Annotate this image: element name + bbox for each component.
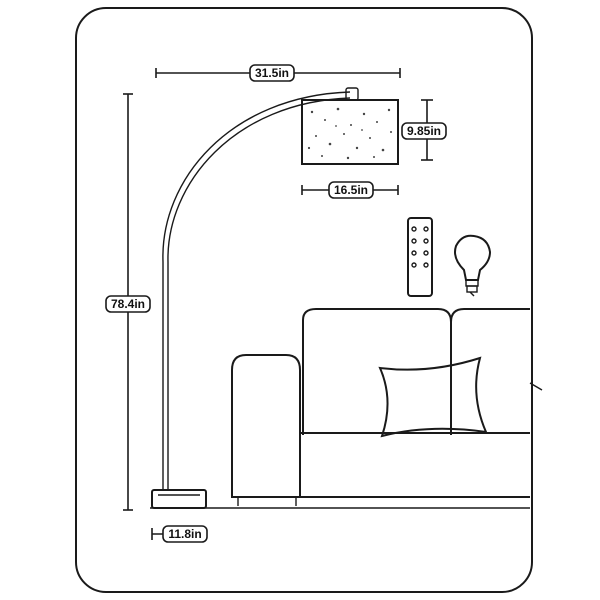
svg-text:78.4in: 78.4in bbox=[111, 297, 145, 311]
arc-floor-lamp-illustration bbox=[151, 87, 399, 509]
sofa-illustration bbox=[231, 308, 543, 506]
lamp-shade-texture bbox=[307, 107, 392, 160]
label-base-width: 11.8in bbox=[162, 525, 208, 543]
lamp-shade bbox=[301, 99, 399, 165]
lamp-arc-pole bbox=[162, 91, 351, 490]
svg-text:31.5in: 31.5in bbox=[255, 66, 289, 80]
lamp-arc-pole-inner bbox=[167, 97, 351, 490]
frame-border bbox=[75, 7, 533, 593]
lamp-base bbox=[151, 489, 207, 509]
label-shade-diameter: 16.5in bbox=[328, 181, 374, 199]
label-shade-height: 9.85in bbox=[401, 122, 447, 140]
sofa-pillow bbox=[378, 356, 488, 438]
sofa-back-right bbox=[450, 308, 530, 323]
svg-text:9.85in: 9.85in bbox=[407, 124, 441, 138]
sofa-back-left bbox=[302, 308, 452, 435]
remote-control-icon bbox=[407, 217, 433, 297]
sofa-arm bbox=[231, 354, 301, 498]
svg-text:16.5in: 16.5in bbox=[334, 183, 368, 197]
light-bulb-icon bbox=[454, 234, 492, 297]
svg-text:11.8in: 11.8in bbox=[168, 527, 201, 541]
label-total-height: 78.4in bbox=[105, 295, 151, 313]
label-arm-reach: 31.5in bbox=[249, 64, 295, 82]
